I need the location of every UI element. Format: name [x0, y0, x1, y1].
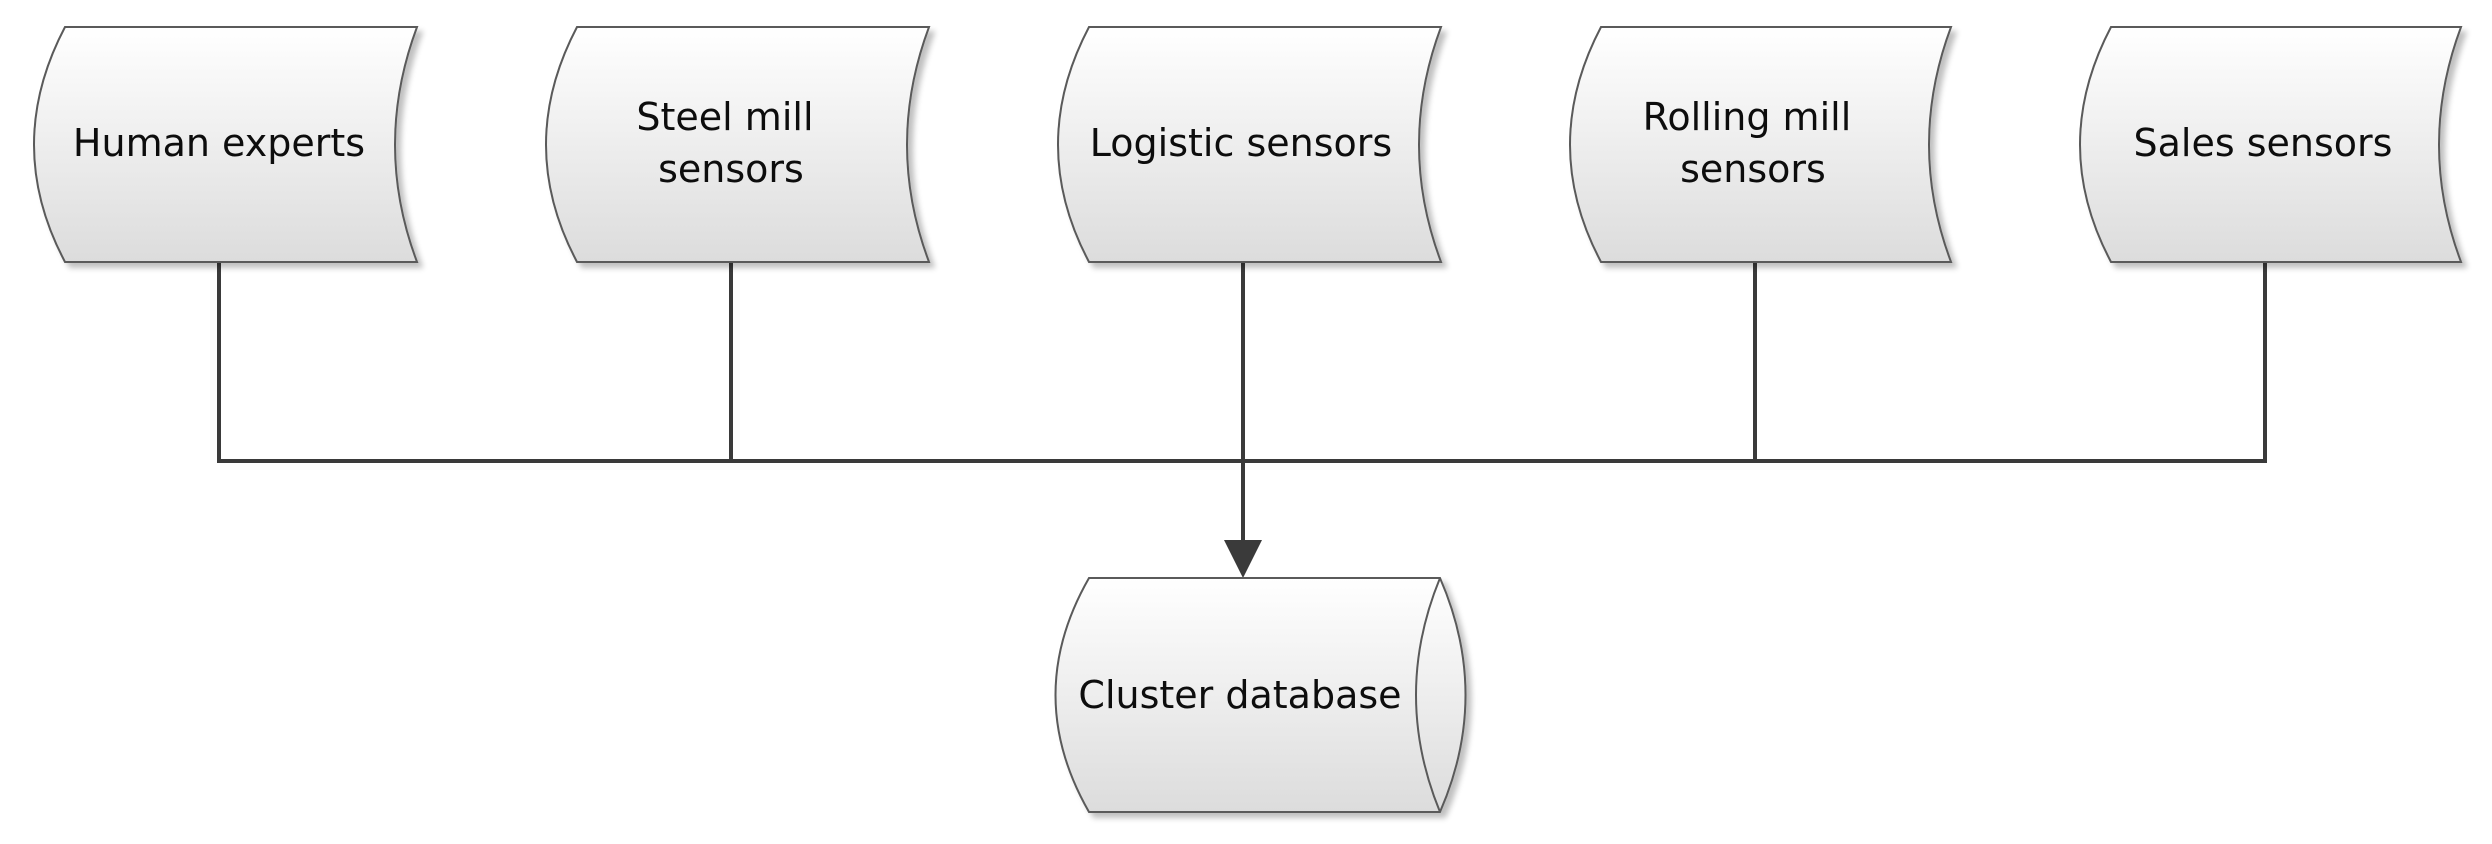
source-label-line-1: Steel mill: [636, 95, 813, 139]
svg-text:Steel mill sensors: Steel mill sensors: [636, 95, 825, 191]
target-label: Cluster database: [1078, 673, 1401, 717]
source-human-experts: Human experts: [33, 26, 419, 263]
svg-text:Human experts: Human experts: [73, 121, 365, 165]
source-sales-sensors: Sales sensors: [2079, 26, 2463, 263]
stored-data-shape: [2079, 26, 2463, 263]
source-rolling-mill-sensors: Rolling mill sensors: [1569, 26, 1953, 263]
arrowhead: [1224, 540, 1262, 578]
stored-data-shape: [33, 26, 419, 263]
source-label-line-1: Human experts: [73, 121, 365, 165]
svg-text:Sales sensors: Sales sensors: [2134, 121, 2393, 165]
source-label-line-1: Sales sensors: [2134, 121, 2393, 165]
cylinder-end: [1415, 577, 1441, 813]
source-label-line-1: Rolling mill: [1643, 95, 1852, 139]
connectors: [217, 262, 2267, 578]
source-label-line-1: Logistic sensors: [1090, 121, 1392, 165]
source-label-line-2: sensors: [1680, 147, 1826, 191]
target-cluster-database: Cluster database: [1054, 577, 1467, 813]
stored-data-shape: [1569, 26, 1953, 263]
source-logistic-sensors: Logistic sensors: [1057, 26, 1443, 263]
stored-data-shape: [545, 26, 931, 263]
svg-text:Cluster database: Cluster database: [1078, 673, 1401, 717]
svg-text:Rolling mill sensors: Rolling mill sensors: [1643, 95, 1864, 191]
source-label-line-2: sensors: [658, 147, 804, 191]
svg-text:Logistic sensors: Logistic sensors: [1090, 121, 1392, 165]
source-steel-mill-sensors: Steel mill sensors: [545, 26, 931, 263]
stored-data-shape: [1057, 26, 1443, 263]
cylinder-body: [1054, 577, 1467, 813]
